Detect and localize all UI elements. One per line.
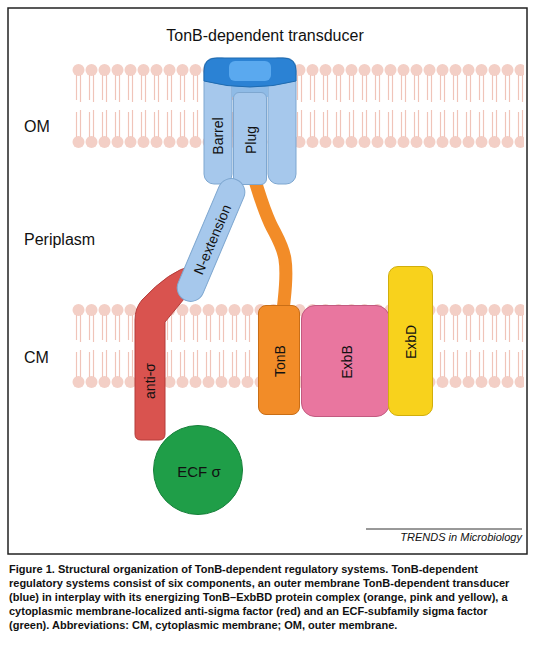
credit-rule [366,529,522,530]
node-label: anti-σ [142,363,158,399]
node-label: TonB [272,345,288,377]
node-label: Plug [243,125,259,153]
node-label: ExbB [339,345,355,378]
node-label: ExbD [403,325,419,359]
text-slot: Plug [234,93,268,186]
exbd-protein: ExbD [388,266,433,416]
ecf-sigma-factor: ECF σ [153,425,243,515]
text-slot: Barrel [203,87,233,185]
node-label: Barrel [210,117,226,154]
node-label: N-extension [190,202,234,277]
tonb-protein: TonB [258,305,300,415]
compartment-label: Periplasm [24,231,134,249]
transducer-heading: TonB-dependent transducer [120,27,410,45]
plug-domain: Plug [233,92,267,185]
text-slot: TonB [259,306,301,416]
text-slot: ExbD [389,267,434,417]
outer-membrane-bilayer [72,63,524,149]
node-label: ECF σ [177,463,220,480]
n-extension-domain: N-extension [172,174,249,306]
exbb-protein: ExbB [301,305,390,417]
figure-frame [8,8,527,554]
compartment-label: CM [24,349,72,367]
text-slot: ECF σ [154,426,244,516]
text-slot: ExbB [302,306,391,418]
barrel-wall: Plug Barrel [203,57,297,185]
compartment-label: OM [24,118,72,136]
text-slot: anti-σ [135,324,165,438]
journal-credit: TRENDS in Microbiology [330,531,522,543]
figure-caption: Figure 1. Structural organization of Ton… [9,562,527,632]
tonb-periplasmic-tail [255,181,286,309]
text-slot: N-extension [174,173,251,305]
